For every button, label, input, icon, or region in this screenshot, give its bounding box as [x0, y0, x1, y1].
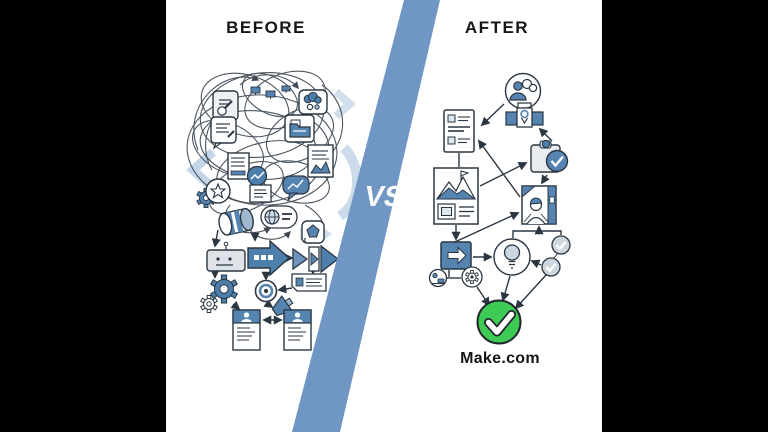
gears-icon	[200, 274, 239, 313]
brand-caption: Make.com	[460, 350, 540, 367]
mini-monitor-icons	[250, 85, 291, 99]
vs-label: VS	[361, 181, 407, 213]
speech-chart-icon	[282, 175, 310, 202]
mini-document-icon	[227, 152, 250, 180]
process-arrow-icon	[247, 239, 291, 277]
output-document-icon	[291, 273, 327, 292]
pentagon-shape-icon	[301, 220, 325, 244]
globe-info-icon	[260, 205, 298, 229]
cloud-sync-icon	[298, 89, 328, 115]
after-title: AFTER	[464, 18, 530, 37]
profile-card-1-icon	[232, 309, 261, 351]
note-icon	[249, 184, 272, 203]
before-title: BEFORE	[226, 18, 306, 37]
target-icon	[254, 279, 278, 303]
workstation-icon	[428, 268, 448, 288]
check-circle-1-icon	[551, 235, 571, 255]
report-chart-icon	[433, 167, 479, 225]
idea-bulb-circle-icon	[493, 238, 531, 276]
after-diagram	[428, 72, 571, 345]
check-circle-2-icon	[541, 257, 561, 277]
letterbox-left	[0, 0, 166, 432]
clipboard-approved-icon	[530, 139, 569, 173]
success-check-icon	[476, 299, 522, 345]
blue-node-icon	[246, 165, 268, 187]
robot-icon	[206, 241, 246, 272]
arrow-action-box-icon	[440, 241, 472, 270]
person-profile-icon	[521, 185, 557, 225]
vs-stripe	[292, 0, 440, 432]
database-icon	[218, 208, 254, 236]
gear-star-icon	[196, 178, 231, 208]
play-steps-icon	[292, 244, 340, 274]
document-list-icon	[443, 109, 475, 153]
letterbox-right	[602, 0, 768, 432]
team-gears-circle-icon	[504, 72, 542, 110]
folder-icon	[284, 114, 315, 143]
profile-card-2-icon	[283, 309, 312, 351]
gear-circle-icon	[461, 266, 483, 288]
before-diagram	[186, 70, 362, 351]
chart-document-icon	[307, 144, 334, 178]
chat-note-icon	[210, 116, 237, 150]
document-pen-icon	[212, 90, 239, 121]
award-box-icon	[505, 102, 544, 128]
